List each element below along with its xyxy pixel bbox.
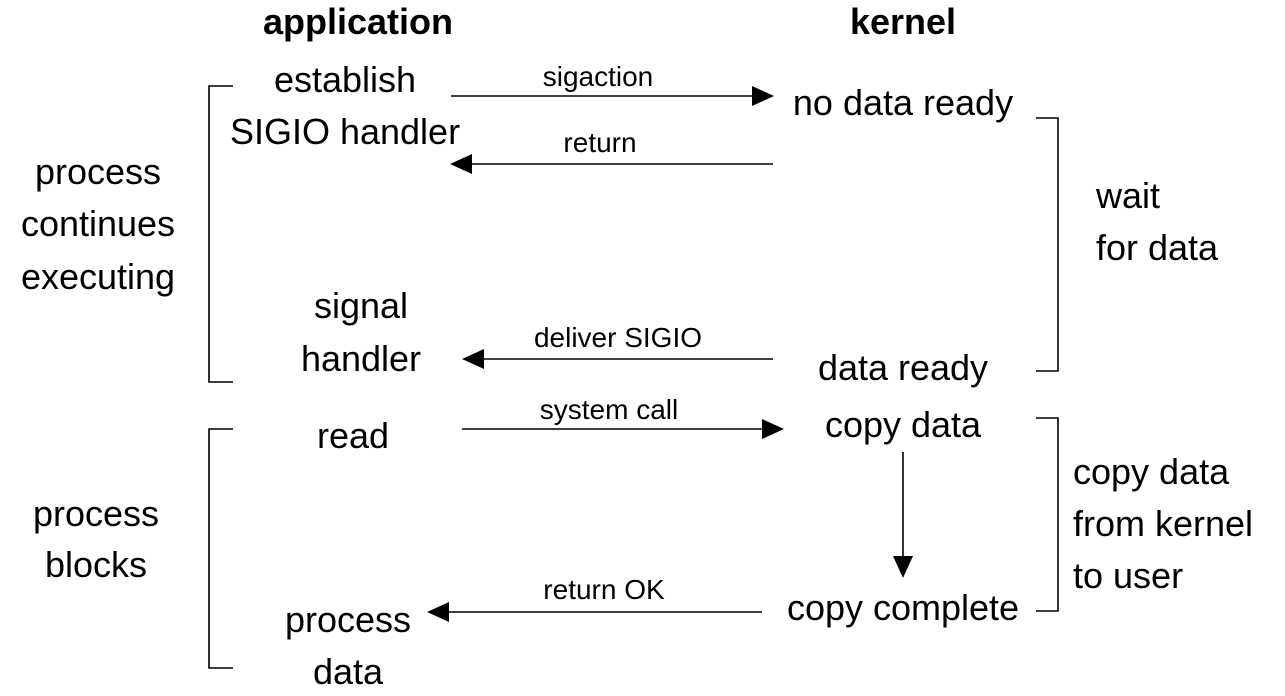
system-call-arrow-label: system call xyxy=(540,394,678,425)
return-ok-arrow xyxy=(427,602,762,622)
sigaction-arrow-label: sigaction xyxy=(543,61,654,92)
deliver-sigio-arrow-label: deliver SIGIO xyxy=(534,322,702,353)
process-data-label-line2: data xyxy=(313,651,384,692)
process-blocks-label-line1: process xyxy=(33,493,159,534)
copy-to-user-label-line1: copy data xyxy=(1073,451,1230,492)
continues-executing-label-line3: executing xyxy=(21,256,175,297)
kernel-column-header: kernel xyxy=(850,1,956,42)
process-blocks-label-line2: blocks xyxy=(45,544,147,585)
process-blocks-bracket xyxy=(208,428,233,669)
continues-executing-bracket xyxy=(208,85,233,383)
signal-handler-label-line2: handler xyxy=(301,338,421,379)
system-call-arrow xyxy=(462,419,784,439)
deliver-sigio-arrow xyxy=(462,349,773,369)
return-arrow xyxy=(450,154,773,174)
return-ok-arrow-label: return OK xyxy=(543,574,665,605)
establish-handler-label-line1: establish xyxy=(274,59,416,100)
establish-handler-label-line2: SIGIO handler xyxy=(230,111,460,152)
process-data-label-line1: process xyxy=(285,599,411,640)
wait-for-data-bracket xyxy=(1036,117,1059,372)
copy-data-label: copy data xyxy=(825,404,982,445)
sigaction-arrow xyxy=(451,86,774,106)
copy-complete-label: copy complete xyxy=(787,587,1019,628)
copy-to-user-bracket xyxy=(1036,417,1059,612)
continues-executing-label-line2: continues xyxy=(21,203,175,244)
application-column-header: application xyxy=(263,1,453,42)
continues-executing-label-line1: process xyxy=(35,151,161,192)
copy-to-user-label-line3: to user xyxy=(1073,555,1183,596)
wait-for-data-label-line2: for data xyxy=(1096,227,1219,268)
no-data-ready-label: no data ready xyxy=(793,82,1013,123)
data-ready-label: data ready xyxy=(818,347,988,388)
copy-to-user-label-line2: from kernel xyxy=(1073,503,1253,544)
read-label: read xyxy=(317,415,389,456)
return-arrow-label: return xyxy=(563,127,636,158)
wait-for-data-label-line1: wait xyxy=(1095,175,1160,216)
copy-progress-arrow xyxy=(893,452,913,578)
signal-handler-label-line1: signal xyxy=(314,285,408,326)
